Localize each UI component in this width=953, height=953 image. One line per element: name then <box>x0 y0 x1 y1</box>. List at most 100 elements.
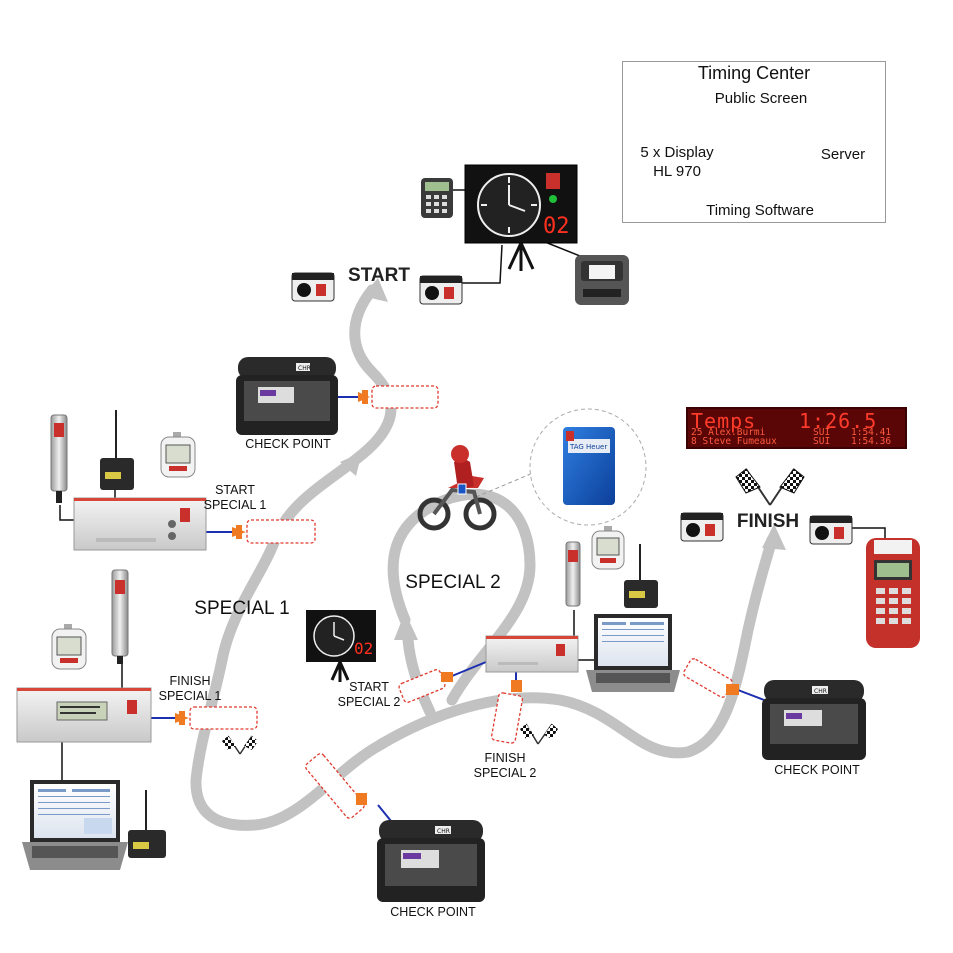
timing-unit-2 <box>16 687 152 743</box>
antenna-radio-2 <box>128 790 166 858</box>
special2-arrow <box>394 612 418 640</box>
finish-special1-label-1: FINISH <box>169 674 211 688</box>
start-special2-label-2: SPECIAL 2 <box>337 695 401 709</box>
public-screen-label: Public Screen <box>714 90 808 107</box>
checkered-flag-special1 <box>222 735 258 755</box>
motorbike-rider-icon <box>417 445 497 531</box>
led-row2-name: 8 Steve Fumeaux <box>691 436 777 447</box>
svg-text:CHR: CHR <box>437 828 450 835</box>
finish-special1-label-2: SPECIAL 1 <box>158 689 222 703</box>
special2-label: SPECIAL 2 <box>405 572 501 593</box>
photocell-pole-3 <box>565 541 581 607</box>
svg-text:TAG Heuer: TAG Heuer <box>569 443 607 451</box>
stopwatch-3 <box>591 526 625 570</box>
loop-checkpoint-top <box>371 385 439 409</box>
timing-unit-1 <box>73 497 207 551</box>
connector-5 <box>511 680 522 692</box>
start-special1-label-1: START <box>215 483 255 497</box>
track-special2-exit <box>402 634 436 718</box>
svg-text:02: 02 <box>543 214 570 239</box>
svg-text:CHR: CHR <box>814 688 827 695</box>
start-photocell-right <box>419 275 463 305</box>
checkered-flag-special2 <box>520 723 558 745</box>
track-special2-loop <box>387 488 536 706</box>
led-row2-nat: SUI <box>813 436 831 447</box>
printer-icon <box>575 255 629 305</box>
race-track <box>190 284 778 831</box>
cable-start-decoder <box>462 244 503 284</box>
handheld-printer-icon <box>866 538 920 648</box>
keypad-icon <box>421 178 453 218</box>
tripod-icon <box>507 242 535 271</box>
loop-connectors <box>175 390 739 805</box>
connector-6 <box>356 793 367 805</box>
led-time: 1:26.5 <box>799 409 878 433</box>
finish-arrow <box>762 524 786 550</box>
antenna-radio-3 <box>624 544 658 608</box>
finish-photocell-right <box>809 515 853 545</box>
connector-3 <box>175 711 189 725</box>
case-decoder-bottom: CHR <box>377 820 485 902</box>
finish-special2-label-1: FINISH <box>484 751 526 765</box>
track-arrows <box>340 278 786 640</box>
svg-text:CHR: CHR <box>298 365 311 372</box>
beacon-callout-line <box>475 469 541 498</box>
start-label: START <box>348 265 410 286</box>
timing-center-title: Timing Center <box>697 63 811 83</box>
loop-start-special1 <box>246 519 316 544</box>
photocell-pole-1 <box>50 414 68 503</box>
antenna-radio-1 <box>100 410 134 490</box>
svg-text:02: 02 <box>354 639 373 658</box>
cable-checkpoint-right <box>737 689 765 701</box>
cable-handheld <box>850 527 886 540</box>
stopwatch-1 <box>160 432 196 478</box>
server-label: Server <box>820 146 866 163</box>
timing-software-label: Timing Software <box>706 202 814 219</box>
photocell-pole-2 <box>111 569 129 664</box>
loop-finish-special1 <box>189 706 258 730</box>
display-label-line2: HL 970 <box>653 163 701 180</box>
led-row1-nat: SUI <box>813 427 831 438</box>
led-row1-name: 25 Alex.Burmi <box>691 427 766 438</box>
case-decoder-right: CHR <box>762 680 866 760</box>
cable-start-special2 <box>451 661 487 677</box>
led-row2-time: 1:54.36 <box>851 436 892 447</box>
start-special2-label-1: START <box>349 680 389 694</box>
loop-finish-special2 <box>490 692 524 744</box>
laptop-2 <box>586 614 680 692</box>
led-row1-time: 1:54.41 <box>851 427 892 438</box>
loop-checkpoint-bottom <box>305 753 365 819</box>
start-arrow <box>362 278 388 302</box>
connector-2 <box>232 525 246 539</box>
connector-4 <box>441 672 453 682</box>
checkered-flag-finish <box>735 468 805 506</box>
timing-unit-3 <box>485 635 579 673</box>
detection-loops <box>189 385 733 819</box>
led-scoreboard: Temps 1:26.5 25 Alex.Burmi SUI 1:54.41 8… <box>686 407 907 449</box>
start-photocell-left <box>291 272 335 302</box>
checkpoint-bottom-label: CHECK POINT <box>390 905 476 919</box>
connector-1 <box>358 390 370 404</box>
special1-label: SPECIAL 1 <box>194 598 290 619</box>
led-title-row: Temps 1:26.5 <box>691 409 876 433</box>
connector-7 <box>726 684 739 695</box>
display-label-line1: 5 x Display <box>640 144 714 161</box>
stopwatch-2 <box>51 624 87 670</box>
finish-photocell-left <box>680 512 724 542</box>
check-arrow <box>340 452 362 476</box>
track-main <box>190 284 778 831</box>
laptop-1 <box>22 780 128 870</box>
timing-center-box <box>622 61 886 223</box>
clock-display-icon: 02 <box>464 164 578 244</box>
loop-start-special2 <box>398 669 446 703</box>
led-title: Temps <box>691 409 757 433</box>
finish-label: FINISH <box>736 511 800 532</box>
case-decoder-top: CHR <box>236 357 338 435</box>
checkpoint-right-label: CHECK POINT <box>774 763 860 777</box>
start-special1-label-2: SPECIAL 1 <box>203 498 267 512</box>
cable-pole1 <box>59 505 78 521</box>
checkpoint-top-label: CHECK POINT <box>245 437 331 451</box>
finish-special2-label-2: SPECIAL 2 <box>473 766 537 780</box>
